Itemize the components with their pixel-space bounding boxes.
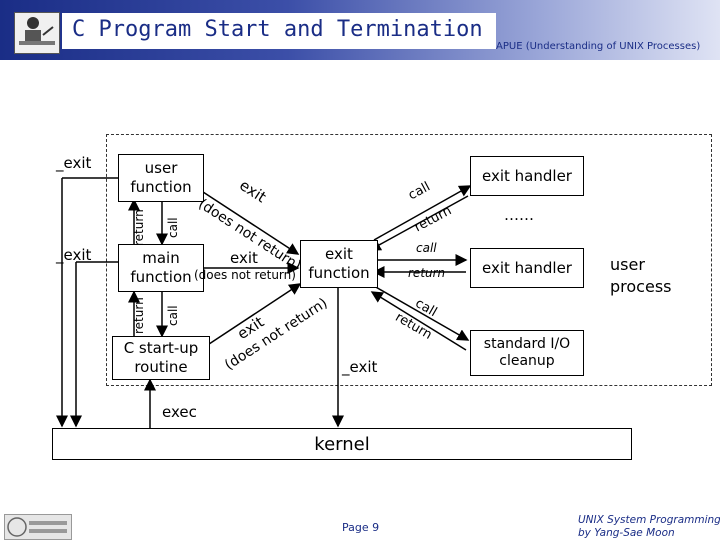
return-upper-label: return [132,209,146,246]
exit-function-box: exit function [300,240,378,288]
footer-credit: UNIX System Programming by Yang-Sae Moon [578,514,720,540]
user-process-region [106,134,712,386]
call-mid-right-label: call [416,241,437,255]
does-not-return-main-label: (does not return) [194,268,296,282]
main-function-box: main function [118,244,204,292]
exec-label: exec [162,403,197,421]
return-lower-label: return [132,297,146,334]
exit-handler-top-box: exit handler [470,156,584,196]
exit-handler-mid-box: exit handler [470,248,584,288]
c-startup-routine-box: C start-up routine [112,336,210,380]
title-box [62,13,496,49]
exit-left-mid-label: _exit [56,246,92,264]
kernel-box: kernel [52,428,632,460]
footer-credit-line1: UNIX System Programming [578,514,720,526]
exit-bottom-label: _exit [342,358,378,376]
user-process-label: user process [610,255,672,296]
exit-main-label: exit [230,249,258,267]
footer-credit-line2: by Yang-Sae Moon [578,527,675,539]
call-upper-label: call [166,217,180,238]
page-subtitle: APUE (Understanding of UNIX Processes) [496,41,701,52]
university-logo-icon [4,514,72,540]
standard-io-cleanup-box: standard I/O cleanup [470,330,584,376]
page-number: Page 9 [342,521,380,534]
ellipsis-label: …… [504,206,534,224]
exit-left-top-label: _exit [56,154,92,172]
user-function-box: user function [118,154,204,202]
call-lower-label: call [166,305,180,326]
page-title: C Program Start and Termination [72,17,483,42]
return-mid-right-label: return [408,266,446,280]
person-at-desk-icon [14,12,60,54]
